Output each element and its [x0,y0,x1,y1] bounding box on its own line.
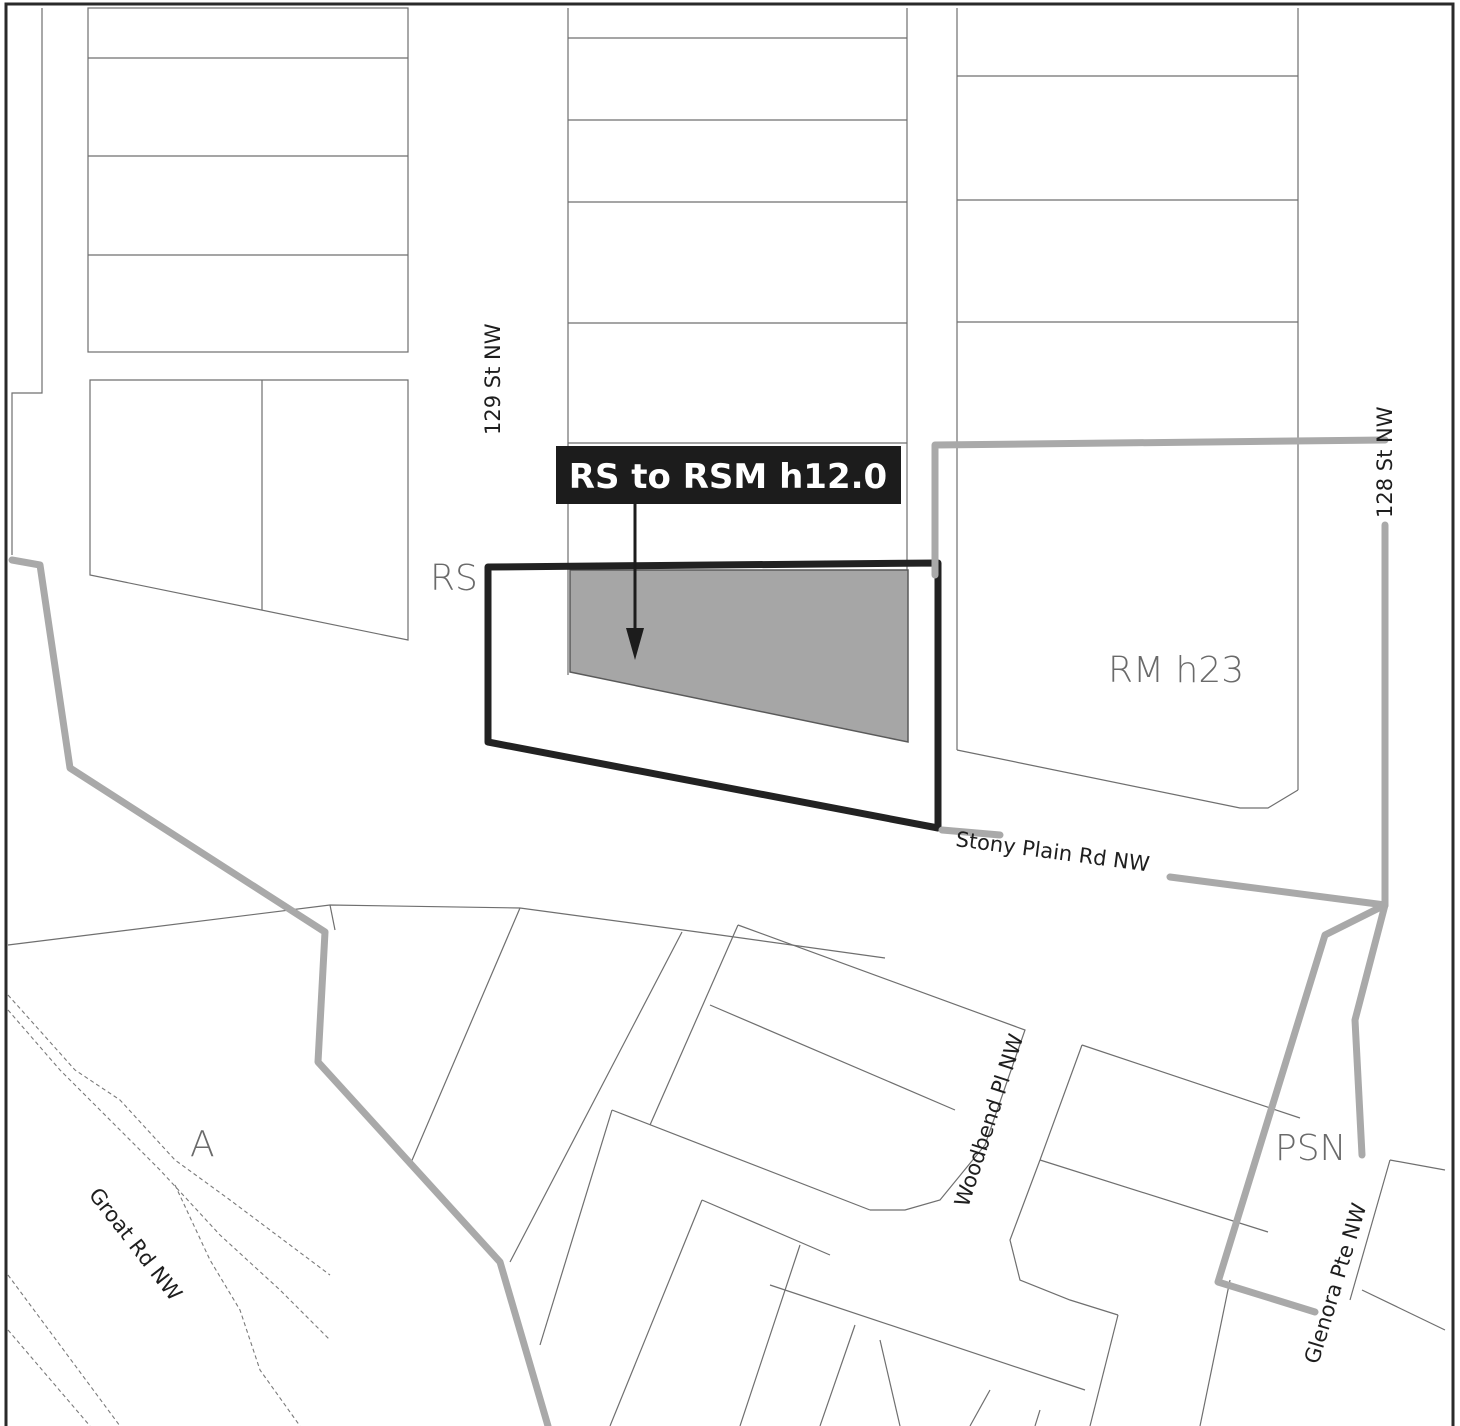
zone-label-psn: PSN [1275,1128,1347,1169]
street-label-groat: Groat Rd NW [84,1183,187,1305]
east-block-lots [956,8,1299,809]
street-label-128-st: 128 St NW [1373,406,1397,518]
zone-boundaries [8,436,1389,1426]
zone-label-rm-h23: RM h23 [1108,650,1244,691]
street-label-129-st: 129 St NW [481,323,505,435]
street-label-woodbend: Woodbend Pl NW [950,1031,1028,1210]
rezoning-callout: RS to RSM h12.0 [556,446,901,660]
zone-label-a: A [190,1124,215,1165]
street-label-glenora: Glenora Pte NW [1300,1200,1372,1366]
groat-road-parcels [7,994,331,1426]
zone-label-rs: RS [430,558,478,599]
callout-box [556,446,901,504]
callout-arrow-head [626,628,644,660]
southern-parcels [7,904,1446,1426]
subject-site-outline [484,559,942,832]
subject-site-shading [569,569,909,743]
street-label-stony-plain: Stony Plain Rd NW [954,827,1151,876]
map-frame [4,2,1455,1426]
northwest-block-lots [11,7,409,641]
central-block-lots [567,8,908,740]
callout-text: RS to RSM h12.0 [569,457,887,497]
